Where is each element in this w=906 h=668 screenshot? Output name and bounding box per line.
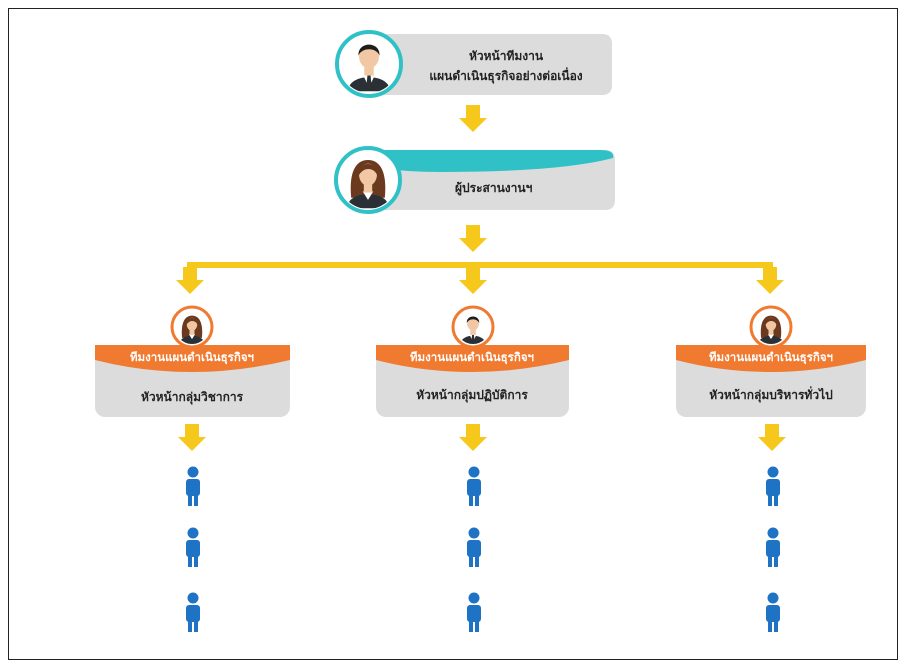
arrow-down-icon <box>459 105 487 132</box>
person-icon <box>766 466 780 506</box>
arrow-down-icon <box>178 424 206 451</box>
team-card-2 <box>376 305 569 417</box>
team-label: ทีมงานแผนดำเนินธุรกิจฯ <box>409 350 535 364</box>
coordinator-label: ผู้ประสานงานฯ <box>455 181 533 195</box>
person-icon <box>467 592 481 632</box>
top-box-subtitle: แผนดำเนินธุรกิจอย่างต่อเนื่อง <box>429 69 583 83</box>
members-column-1 <box>186 466 200 632</box>
person-icon <box>467 527 481 567</box>
person-icon <box>186 527 200 567</box>
coordinator-box <box>334 146 615 214</box>
arrow-down-icon <box>459 424 487 451</box>
members-column-3 <box>766 466 780 632</box>
person-icon <box>766 527 780 567</box>
team-label: ทีมงานแผนดำเนินธุรกิจฯ <box>129 350 255 364</box>
top-box <box>335 30 612 98</box>
person-icon <box>186 466 200 506</box>
arrow-down-icon <box>758 424 786 451</box>
arrow-down-icon <box>176 267 204 294</box>
team-head-label: หัวหน้ากลุ่มบริหารทั่วไป <box>709 388 833 402</box>
arrow-down-icon <box>756 267 784 294</box>
team-label: ทีมงานแผนดำเนินธุรกิจฯ <box>708 350 834 364</box>
person-icon <box>186 592 200 632</box>
team-head-label: หัวหน้ากลุ่มปฏิบัติการ <box>416 388 528 402</box>
team-head-label: หัวหน้ากลุ่มวิชาการ <box>140 390 244 404</box>
team-card-3 <box>676 305 866 417</box>
person-icon <box>467 466 481 506</box>
diagram-frame <box>8 8 898 660</box>
team-card-1 <box>95 305 290 417</box>
arrow-down-icon <box>459 225 487 252</box>
arrow-down-icon <box>459 267 487 294</box>
branch-connector <box>187 262 773 268</box>
top-box-title: หัวหน้าทีมงาน <box>468 49 544 63</box>
person-icon <box>766 592 780 632</box>
members-column-2 <box>467 466 481 632</box>
